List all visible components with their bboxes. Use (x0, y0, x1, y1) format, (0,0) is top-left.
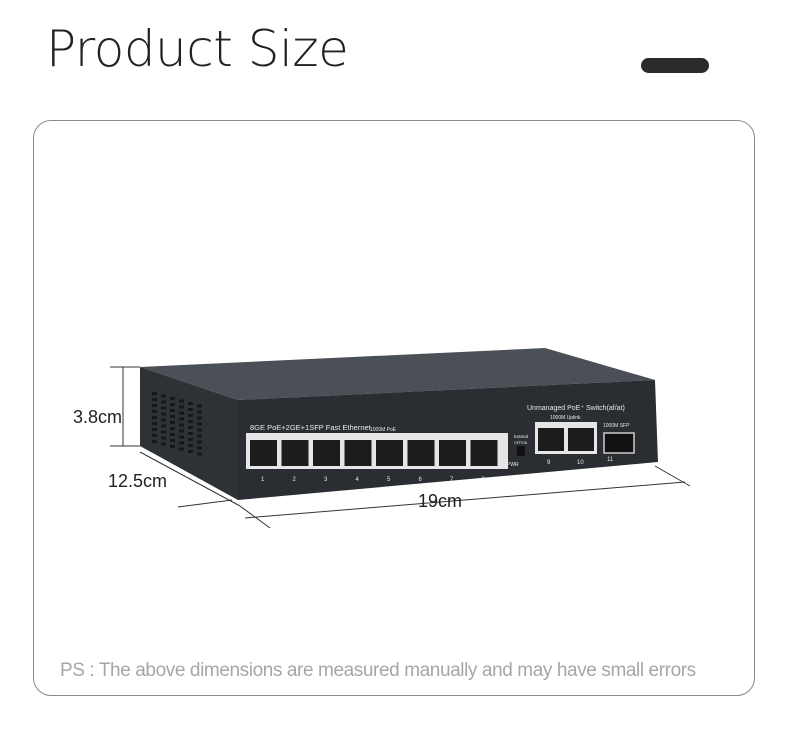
extend-switch (517, 446, 525, 456)
port-number: 10 (577, 460, 584, 466)
vent-slot (179, 447, 184, 451)
model-label: 8GE PoE+2GE+1SFP Fast Ethernet (250, 423, 372, 432)
vent-slot (197, 410, 202, 414)
poe-port (281, 440, 309, 466)
poe-port (376, 440, 403, 466)
vent-slot (170, 403, 175, 406)
uplink-group-label: 1000M Uplink (550, 415, 581, 421)
vent-slot (170, 433, 175, 436)
vent-slot (170, 427, 175, 430)
vent-slot (170, 445, 175, 448)
vent-slot (170, 409, 175, 412)
sfp-port (603, 432, 635, 454)
poe-port (344, 440, 372, 466)
vent-slot (161, 424, 166, 428)
poe-port (470, 440, 498, 466)
vent-slot (170, 397, 175, 400)
poe-port (313, 440, 340, 466)
vent-slot (197, 416, 202, 420)
vent-slot (179, 405, 184, 409)
port-number: 1 (261, 477, 265, 483)
vent-slot (188, 408, 193, 411)
vent-slot (179, 411, 184, 415)
port-number: 6 (419, 477, 423, 483)
sfp-port-number: 11 (607, 457, 614, 463)
vent-slot (152, 398, 157, 401)
vent-slot (197, 446, 202, 450)
vent-slot (197, 440, 202, 444)
extend-switch-label: OFF/ON (514, 441, 528, 445)
vent-slot (170, 421, 175, 424)
vent-grille (152, 392, 202, 456)
vent-slot (161, 412, 166, 416)
vent-slot (197, 452, 202, 456)
vent-slot (152, 440, 157, 443)
switch-top-face (140, 348, 655, 400)
vent-slot (188, 414, 193, 417)
vent-slot (197, 422, 202, 426)
port-number: 9 (547, 460, 551, 466)
poe-port (407, 440, 435, 466)
port-number: 2 (293, 477, 297, 483)
width-dimension: 19cm (418, 491, 462, 511)
vent-slot (161, 436, 166, 440)
vent-slot (197, 428, 202, 432)
vent-slot (188, 426, 193, 429)
vent-slot (152, 404, 157, 407)
vent-slot (161, 394, 166, 398)
poe-port (439, 440, 466, 466)
vent-slot (152, 422, 157, 425)
page-title: Product Size (46, 20, 349, 78)
vent-slot (179, 417, 184, 421)
vent-slot (161, 400, 166, 404)
vent-slot (161, 406, 166, 410)
vent-slot (197, 404, 202, 408)
uplink-port (538, 428, 564, 451)
vent-slot (161, 430, 166, 434)
vent-slot (188, 420, 193, 423)
vent-slot (179, 399, 184, 403)
uplink-port (568, 428, 594, 451)
vent-slot (179, 429, 184, 433)
switch-type-label: Unmanaged PoE⁺ Switch(af/at) (527, 405, 625, 412)
sfp-group-label: 1000M SFP (603, 423, 630, 429)
depth-dimension: 12.5cm (108, 471, 167, 491)
port-number: 5 (387, 477, 391, 483)
vent-slot (152, 416, 157, 419)
vent-slot (188, 444, 193, 447)
poe-group-label: 1000M PoE (370, 427, 397, 433)
measurement-note: PS : The above dimensions are measured m… (60, 660, 696, 681)
vent-slot (152, 392, 157, 395)
port-number: 3 (324, 477, 328, 483)
dimension-lines (110, 366, 691, 529)
vent-slot (188, 432, 193, 435)
port-number: 4 (356, 477, 360, 483)
vent-slot (152, 428, 157, 431)
height-dimension: 3.8cm (73, 407, 122, 427)
vent-slot (188, 450, 193, 453)
vent-slot (170, 415, 175, 418)
port-number: 8 (482, 477, 486, 483)
decorative-bar (641, 58, 709, 73)
poe-port (250, 440, 277, 466)
vent-slot (161, 418, 166, 422)
vent-slot (152, 434, 157, 437)
vent-slot (188, 438, 193, 441)
vent-slot (179, 423, 184, 427)
port-number: 7 (450, 477, 454, 483)
vent-slot (170, 439, 175, 442)
vent-slot (179, 441, 184, 445)
pwr-label: PWR (507, 462, 519, 468)
vent-slot (188, 402, 193, 405)
vent-slot (152, 410, 157, 413)
extend-label: Extend (514, 434, 529, 439)
vent-slot (161, 442, 166, 446)
vent-slot (179, 435, 184, 439)
product-frame (33, 120, 755, 696)
vent-slot (197, 434, 202, 438)
